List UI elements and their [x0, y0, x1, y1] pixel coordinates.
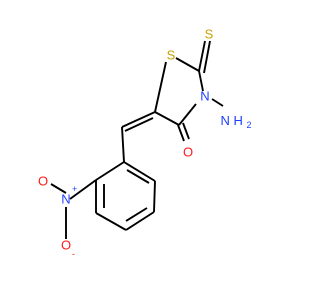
nitro-oxygen-bottom-label: O [61, 237, 71, 252]
bond-nitro-o-top [50, 183, 67, 194]
sulfur-ring-label: S [167, 47, 176, 62]
bond-c5-ch-a [121, 111, 156, 128]
nitrogen-ring-label: N [200, 88, 209, 103]
benzene-inner-2 [125, 207, 148, 222]
nitro-oxygen-top-label: O [38, 173, 48, 188]
bond-c2-n3 [198, 70, 204, 92]
oxygen-carbonyl-label: O [183, 144, 193, 159]
benzene-inner-1 [126, 169, 150, 184]
nitro-nitrogen-label: N [61, 191, 70, 206]
benzene-bond-6 [95, 161, 125, 181]
amino-subscript-label: 2 [247, 120, 252, 130]
bond-c2-thione-b [203, 40, 211, 74]
bond-s-c2 [175, 57, 200, 72]
molecule-structure: S S N N H 2 O N + O O - [38, 26, 252, 259]
bond-ch-ring [121, 126, 125, 163]
sulfur-thione-label: S [205, 26, 214, 41]
amino-nitrogen-label: N [220, 113, 229, 128]
bond-n3-c4 [178, 103, 197, 126]
bond-c5-s [154, 61, 167, 113]
amino-hydrogen-label: H [233, 113, 242, 128]
nitro-nitrogen-charge-label: + [72, 184, 77, 194]
nitro-oxygen-charge-label: - [72, 249, 75, 259]
bond-ring-nitro [69, 179, 97, 200]
benzene-bond-3 [125, 211, 155, 231]
bond-c4-o-b [182, 122, 190, 140]
bond-c2-thione-a [198, 40, 206, 72]
bond-c4-o-a [177, 124, 185, 142]
benzene-bond-1 [123, 161, 156, 182]
bond-c4-c5 [154, 111, 180, 126]
benzene-bond-4 [95, 212, 127, 231]
bond-c5-ch-b [124, 117, 154, 132]
bond-n3-nh2 [211, 98, 224, 107]
benzene-bond-2 [153, 180, 156, 213]
amino-group-label: N H 2 [220, 113, 251, 130]
